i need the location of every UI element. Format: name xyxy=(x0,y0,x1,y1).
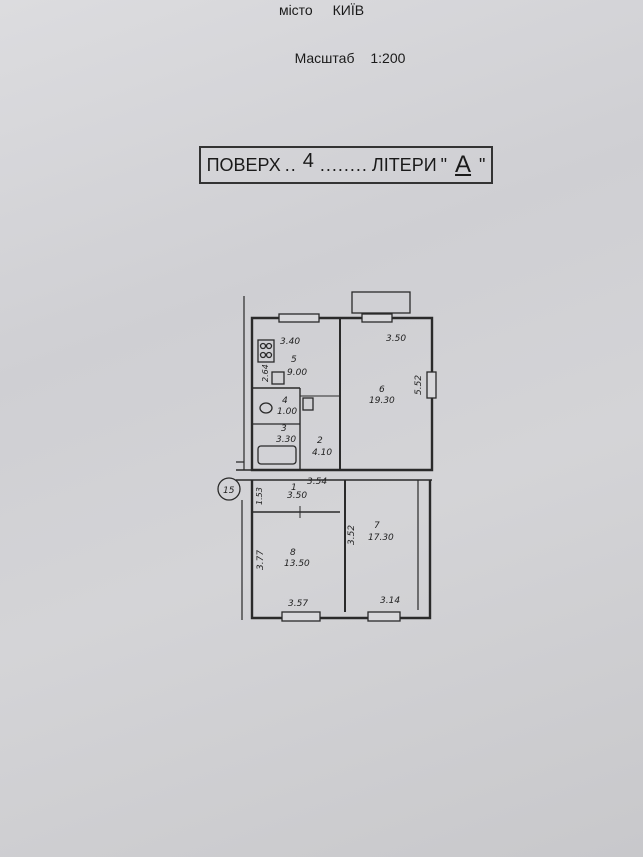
floor-dots-right: ........ xyxy=(319,154,368,175)
lower-outer-wall xyxy=(250,480,432,620)
toilet xyxy=(259,402,273,414)
dim-hall-top: 3.54 xyxy=(307,477,327,487)
staircase-marker xyxy=(217,477,241,501)
dim-room7-bottom: 3.14 xyxy=(380,596,400,606)
window-room8 xyxy=(281,611,321,622)
dim-hall-side: 1.53 xyxy=(255,487,264,505)
room-6-number: 6 xyxy=(379,385,385,395)
dim-room8-side: 3.77 xyxy=(256,550,266,570)
dim-room7-side: 3.52 xyxy=(347,525,357,545)
quote-open: " xyxy=(440,154,448,175)
kitchen-sink xyxy=(271,371,285,385)
floor-number: 4 xyxy=(302,149,314,172)
room-8-area: 13.50 xyxy=(284,559,310,569)
washbasin xyxy=(302,397,314,411)
plan-labels: 15 3.40 2.64 5 9.00 4 1.00 3 3.30 2 4.10… xyxy=(223,334,424,609)
city-line: місто КИЇВ xyxy=(0,2,643,18)
city-name: КИЇВ xyxy=(332,2,365,18)
floor-letter-box: ПОВЕРХ .. 4 ........ ЛІТЕРИ " А " xyxy=(199,146,493,184)
room-4-number: 4 xyxy=(282,396,288,406)
dim-room6-top: 3.50 xyxy=(386,334,406,344)
room-7-area: 17.30 xyxy=(368,533,394,543)
room-4-area: 1.00 xyxy=(277,407,297,417)
burner xyxy=(265,351,273,359)
room-6-area: 19.30 xyxy=(369,396,395,406)
scale-value: 1:200 xyxy=(370,50,406,66)
stove xyxy=(257,339,275,363)
dim-kitchen-top: 3.40 xyxy=(280,337,300,347)
room-3-area: 3.30 xyxy=(276,435,296,445)
quote-close: " xyxy=(479,154,486,175)
wall-kitchen-bath xyxy=(252,387,301,470)
window-room6-side xyxy=(426,371,437,399)
room-2-area: 4.10 xyxy=(312,448,332,458)
window-room7 xyxy=(367,611,401,622)
floor-dots-left: .. xyxy=(284,154,297,175)
bathtub xyxy=(257,445,297,465)
room-2-number: 2 xyxy=(317,436,323,446)
room-7-number: 7 xyxy=(374,521,380,531)
window-room6 xyxy=(361,313,393,323)
city-label: місто xyxy=(278,2,313,18)
dim-kitchen-side: 2.64 xyxy=(261,364,270,382)
room-1-area: 3.50 xyxy=(287,491,307,501)
room-1-number: 1 xyxy=(291,483,297,493)
letter-value: А xyxy=(455,151,472,178)
burner xyxy=(259,351,267,359)
burner xyxy=(259,342,267,350)
dim-room8-bottom: 3.57 xyxy=(288,599,308,609)
burner xyxy=(265,342,273,350)
corridor-wall xyxy=(236,469,432,481)
scale-label: Масштаб xyxy=(294,50,355,66)
staircase-number: 15 xyxy=(223,486,235,496)
letter-label: ЛІТЕРИ xyxy=(371,154,437,175)
scale-line: Масштаб 1:200 xyxy=(0,50,643,66)
dim-room6-side: 5.52 xyxy=(414,375,424,395)
room-5-number: 5 xyxy=(291,355,297,365)
window-kitchen xyxy=(278,313,320,323)
stair-wall xyxy=(236,296,245,470)
floor-label: ПОВЕРХ xyxy=(206,154,281,175)
room-3-number: 3 xyxy=(281,424,287,434)
room-5-area: 9.00 xyxy=(287,368,307,378)
room-8-number: 8 xyxy=(290,548,296,558)
balcony xyxy=(351,291,411,314)
